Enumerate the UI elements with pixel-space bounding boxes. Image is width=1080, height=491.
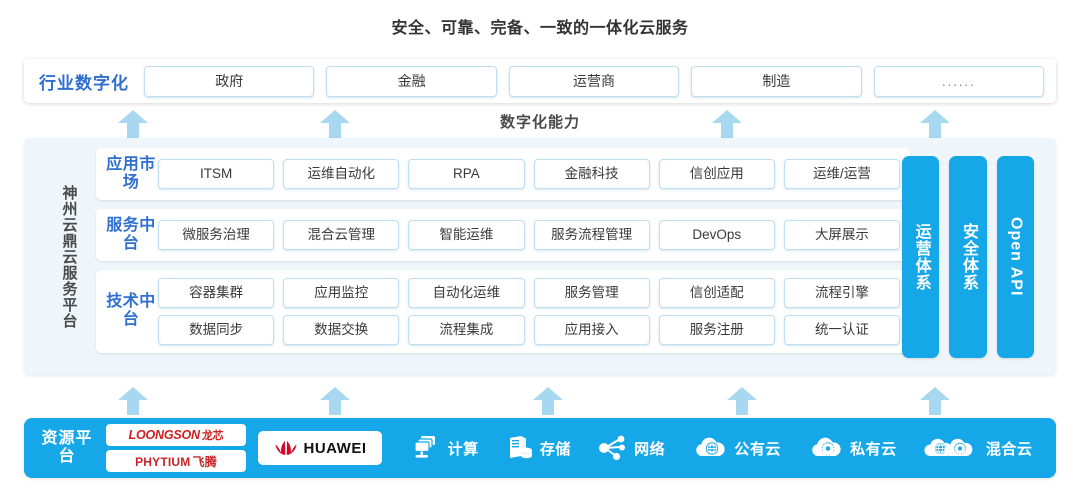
cell-xinchuang-adaptation[interactable]: 信创适配: [658, 277, 775, 308]
industry-band: 行业数字化 政府 金融 运营商 制造 ......: [24, 59, 1056, 103]
pillar-operations-system[interactable]: 运营体系: [902, 156, 940, 358]
resource-label-compute: 计算: [447, 440, 479, 458]
cell-data-exchange[interactable]: 数据交换: [283, 314, 400, 345]
resource-label-hybrid-cloud: 混合云: [985, 440, 1033, 458]
cell-devops[interactable]: DevOps: [658, 219, 775, 250]
resource-label-private-cloud: 私有云: [850, 440, 897, 458]
cell-microservice-governance[interactable]: 微服务治理: [158, 219, 275, 250]
layer-row: 数据同步 数据交换 流程集成 应用接入 服务注册 统一认证: [158, 314, 901, 345]
cell-unified-authentication[interactable]: 统一认证: [783, 314, 901, 345]
cell-large-screen-display[interactable]: 大屏展示: [783, 219, 901, 250]
resource-label-storage: 存储: [539, 440, 571, 458]
cell-service-management[interactable]: 服务管理: [533, 277, 650, 308]
layer-technology-midend: 技术中台 容器集群 应用监控 自动化运维 服务管理 信创适配 流程引擎 数据同步…: [96, 269, 910, 353]
cell-container-cluster[interactable]: 容器集群: [158, 277, 275, 308]
resource-item-storage[interactable]: 存储: [506, 434, 571, 462]
cell-ops-operations[interactable]: 运维/运营: [783, 158, 901, 189]
capability-title: 数字化能力: [499, 114, 580, 131]
cell-service-process-management[interactable]: 服务流程管理: [533, 219, 650, 250]
logo-loongson-suffix: 龙芯: [201, 430, 224, 442]
pillar-open-api[interactable]: Open API: [996, 156, 1034, 358]
industry-band-label: 行业数字化: [39, 73, 129, 93]
cell-xinchuang-app[interactable]: 信创应用: [658, 158, 775, 189]
cell-process-engine[interactable]: 流程引擎: [783, 277, 901, 308]
resource-icon-list: 计算 存储: [382, 434, 1056, 462]
arrow-up-industry-2: [320, 110, 350, 138]
cell-fintech[interactable]: 金融科技: [533, 158, 650, 189]
pillar-label-security-system: 安全体系: [959, 223, 977, 291]
cell-intelligent-ops[interactable]: 智能运维: [408, 219, 525, 250]
resource-item-compute[interactable]: 计算: [412, 434, 479, 462]
arrow-up-resource-5: [920, 387, 950, 415]
pillar-label-operations-system: 运营体系: [912, 223, 930, 291]
layer-label-application-market: 应用市场: [106, 156, 156, 191]
arrow-up-industry-3: [712, 110, 742, 138]
layer-row: ITSM 运维自动化 RPA 金融科技 信创应用 运维/运营: [158, 158, 901, 189]
cell-rpa[interactable]: RPA: [408, 158, 525, 189]
cell-hybrid-cloud-management[interactable]: 混合云管理: [283, 219, 400, 250]
storage-icon: [509, 436, 532, 459]
layer-row: 容器集群 应用监控 自动化运维 服务管理 信创适配 流程引擎: [158, 277, 901, 308]
layer-label-technology-midend: 技术中台: [106, 293, 156, 329]
compute-icon: [414, 436, 435, 458]
arrow-up-industry-1: [118, 110, 148, 138]
huawei-flower-icon: [275, 441, 296, 455]
logo-phytium-brand: PHYTIUM: [135, 454, 191, 469]
cell-data-sync[interactable]: 数据同步: [158, 314, 275, 345]
logo-phytium-suffix: 飞腾: [192, 454, 217, 469]
resource-item-network[interactable]: 网络: [598, 434, 665, 462]
cell-application-access[interactable]: 应用接入: [533, 314, 650, 345]
private-cloud-icon: [812, 437, 841, 456]
platform-layer-list: 应用市场 ITSM 运维自动化 RPA 金融科技 信创应用 运维/运营 服务中台: [96, 148, 910, 362]
layer-application-market: 应用市场 ITSM 运维自动化 RPA 金融科技 信创应用 运维/运营: [96, 148, 910, 200]
platform-side-label-text: 神州云鼎云服务平台: [60, 184, 78, 329]
page-title: 安全、可靠、完备、一致的一体化云服务: [391, 20, 689, 37]
hybrid-cloud-icon: [924, 438, 973, 456]
industry-item-government[interactable]: 政府: [144, 65, 315, 97]
cell-automated-ops[interactable]: 自动化运维: [408, 277, 525, 308]
cloud-service-platform: 神州云鼎云服务平台 应用市场 ITSM 运维自动化 RPA 金融科技 信创应用 …: [24, 138, 1056, 375]
resource-item-hybrid-cloud[interactable]: 混合云: [924, 435, 1033, 461]
cell-process-integration[interactable]: 流程集成: [408, 314, 525, 345]
layer-label-service-midend: 服务中台: [106, 216, 156, 252]
industry-item-manufacturing[interactable]: 制造: [691, 65, 862, 97]
resource-item-private-cloud[interactable]: 私有云: [808, 435, 897, 461]
layer-row: 微服务治理 混合云管理 智能运维 服务流程管理 DevOps 大屏展示: [158, 219, 901, 250]
pillar-label-open-api: Open API: [1007, 217, 1025, 297]
resource-platform-label: 资源平台: [41, 429, 93, 465]
logo-loongson-brand: LOONGSON: [128, 428, 201, 442]
arrow-up-industry-4: [920, 110, 950, 138]
network-icon: [599, 435, 626, 461]
cell-application-monitoring[interactable]: 应用监控: [283, 277, 400, 308]
public-cloud-icon: [696, 437, 725, 456]
logo-huawei[interactable]: HUAWEI: [258, 431, 382, 465]
pillar-security-system[interactable]: 安全体系: [949, 156, 987, 358]
resource-label-network: 网络: [634, 440, 666, 458]
arrow-up-resource-1: [118, 387, 148, 415]
industry-item-finance[interactable]: 金融: [326, 65, 497, 97]
platform-side-label: 神州云鼎云服务平台: [52, 150, 86, 363]
arrow-up-resource-3: [533, 387, 563, 415]
industry-item-operator[interactable]: 运营商: [508, 65, 680, 97]
layer-service-midend: 服务中台 微服务治理 混合云管理 智能运维 服务流程管理 DevOps 大屏展示: [96, 208, 910, 261]
resource-item-public-cloud[interactable]: 公有云: [692, 435, 781, 461]
industry-item-more[interactable]: ......: [873, 65, 1045, 97]
logo-huawei-text: HUAWEI: [303, 439, 367, 457]
platform-pillar-list: 运营体系 安全体系 Open API: [902, 156, 1034, 358]
industry-item-list: 政府 金融 运营商 制造 ......: [144, 65, 1056, 97]
arrow-up-resource-4: [727, 387, 757, 415]
cell-service-registry[interactable]: 服务注册: [658, 314, 775, 345]
cell-itsm[interactable]: ITSM: [158, 158, 275, 189]
cell-ops-automation[interactable]: 运维自动化: [283, 158, 400, 189]
arrow-up-resource-2: [320, 387, 350, 415]
resource-label-public-cloud: 公有云: [734, 440, 781, 458]
